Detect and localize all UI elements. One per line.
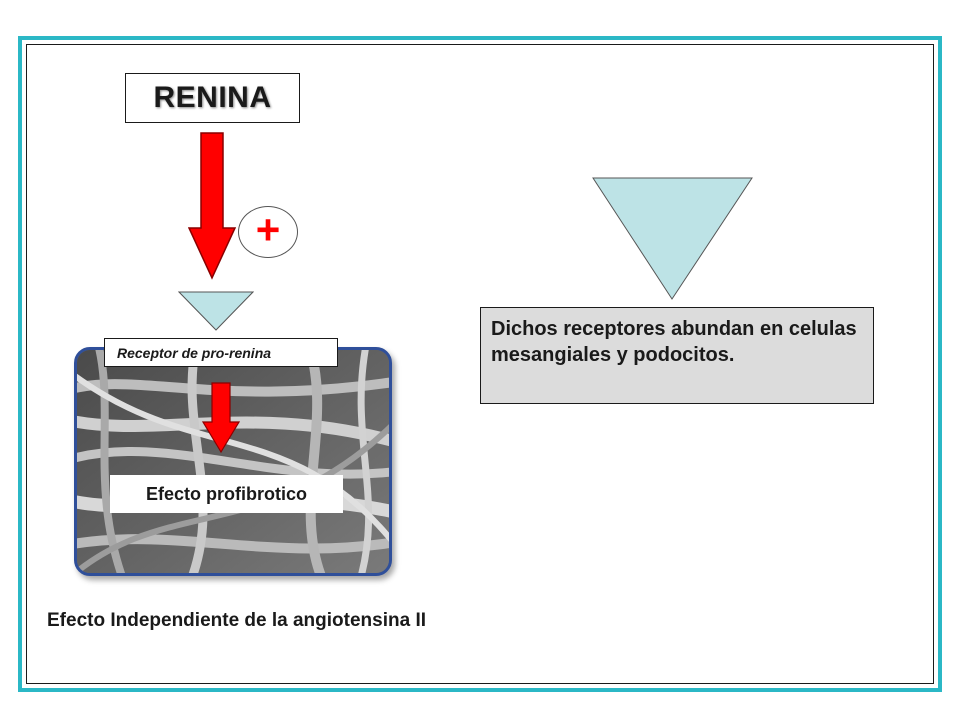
renina-label: RENINA <box>153 81 272 114</box>
receptor-label-box: Receptor de pro-renina <box>104 338 338 367</box>
slide-frame-outer <box>18 36 942 692</box>
slide-frame-inner <box>26 44 934 684</box>
plus-icon: + <box>238 206 298 258</box>
small-triangle-icon <box>178 291 254 331</box>
receptor-label: Receptor de pro-renina <box>117 344 272 361</box>
inner-down-arrow-icon <box>202 382 240 454</box>
efecto-label: Efecto profibrotico <box>146 483 307 504</box>
info-text: Dichos receptores abundan en celulas mes… <box>491 318 857 366</box>
efecto-box: Efecto profibrotico <box>110 475 343 513</box>
plus-sign: + <box>255 206 281 253</box>
renina-box: RENINA <box>125 73 300 123</box>
down-arrow-icon <box>188 132 236 280</box>
info-box: Dichos receptores abundan en celulas mes… <box>480 307 874 404</box>
large-triangle-icon <box>592 177 753 300</box>
caption: Efecto Independiente de la angiotensina … <box>47 610 427 631</box>
